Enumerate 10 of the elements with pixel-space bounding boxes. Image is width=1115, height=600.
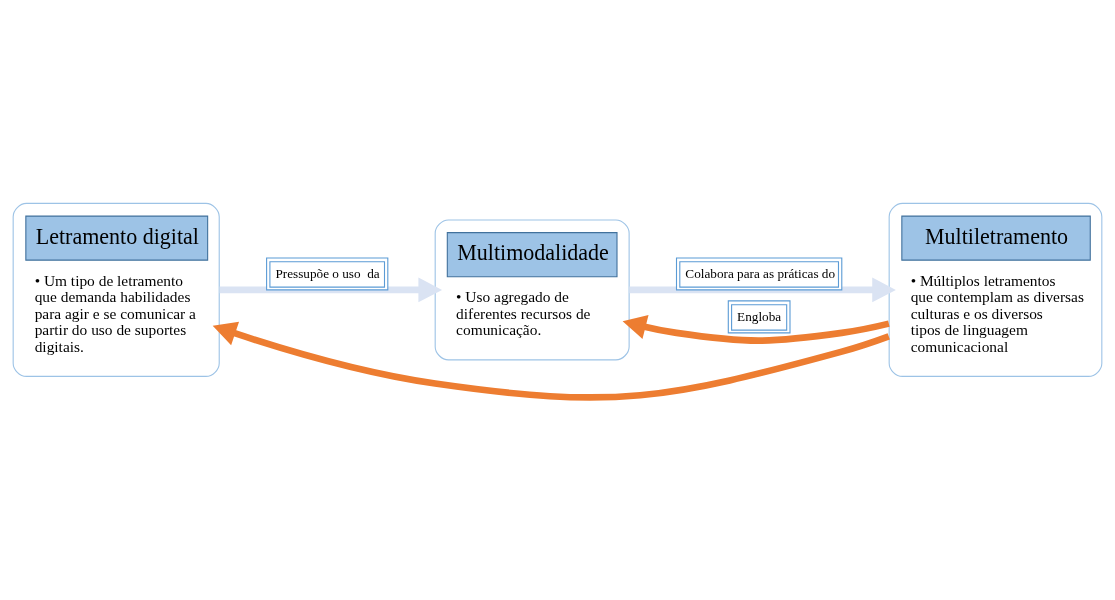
arrow: [212, 321, 890, 401]
edge-label: Engloba: [737, 308, 782, 324]
arrow: [622, 314, 890, 344]
node-box: Letramento digital • Um tipo de letramento que demanda habilidades para agir e se comunicar a partir do uso de suportes digitais.: [12, 202, 220, 377]
edge-label: Pressupõe o uso da: [275, 265, 380, 281]
node-box: Multiletramento • Múltiplos letramentos que contemplam as diversas culturas e os diversos tipos de linguagem comunicacional: [888, 202, 1103, 377]
node-box: Multimodalidade • Uso agregado de diferentes recursos de comunicação.: [434, 218, 630, 360]
edge-label: Colabora para as práticas do: [685, 265, 836, 281]
arrow: [629, 277, 896, 302]
arrow: [219, 277, 443, 302]
